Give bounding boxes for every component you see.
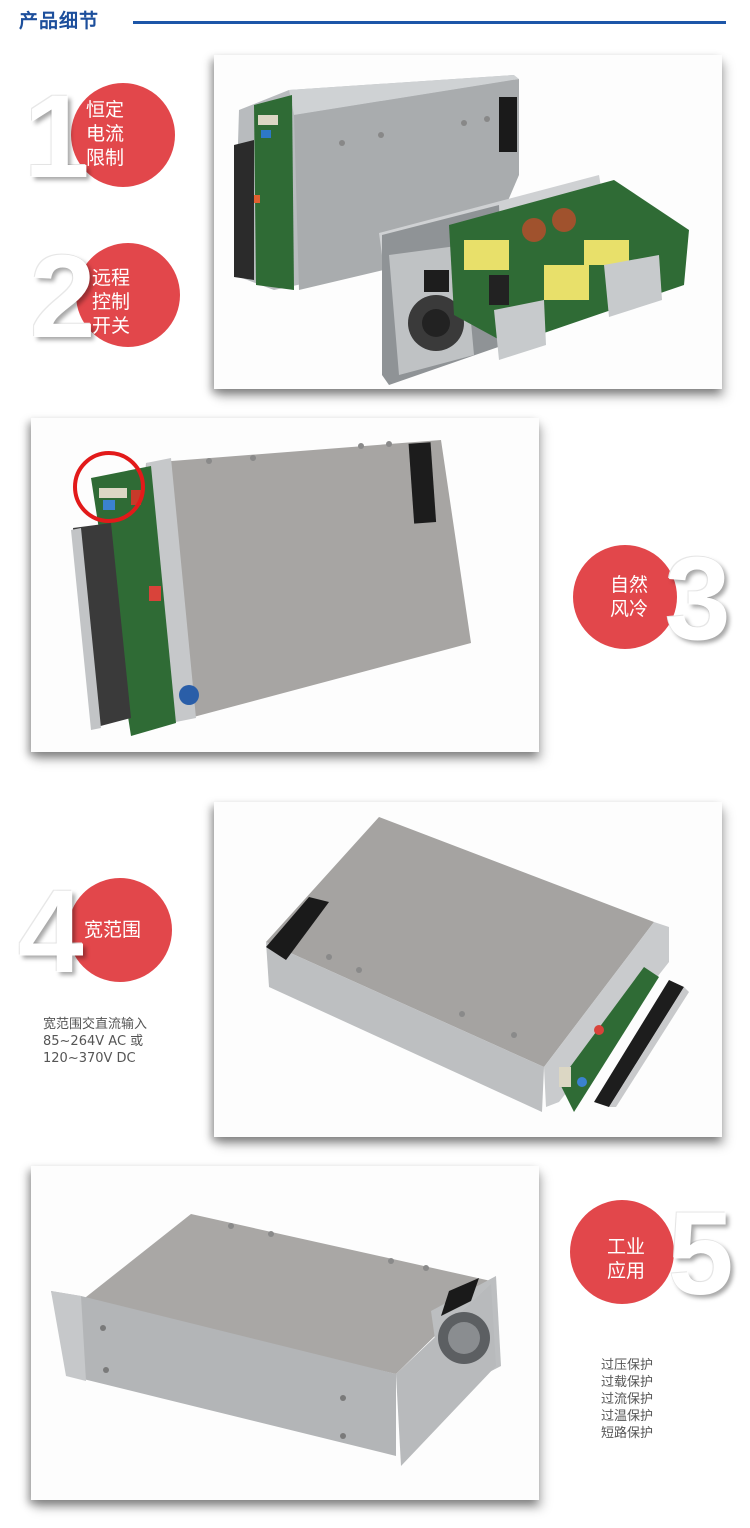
product-photo-1: [214, 55, 722, 389]
feature-number-3: 3: [665, 533, 731, 665]
feature-badge-4: [68, 878, 172, 982]
feature-label-1: 恒定 电流 限制: [86, 99, 125, 169]
feature-label-4: 宽范围: [84, 919, 142, 941]
power-supply-open-illustration: [234, 75, 689, 385]
feature-number-1: 1: [24, 71, 90, 203]
product-photo-3: [214, 802, 722, 1137]
feature-number-2: 2: [30, 231, 96, 363]
power-supply-terminal-illustration: [266, 817, 689, 1112]
feature-caption-4: 宽范围交直流输入 85~264V AC 或 120~370V DC: [43, 1017, 148, 1066]
feature-label-3: 自然 风冷: [610, 574, 649, 620]
power-supply-top-illustration: [71, 440, 471, 736]
feature-label-2: 远程 控制 开关: [92, 267, 131, 337]
feature-caption-5: 过压保护 过载保护 过流保护 过温保护 短路保护: [601, 1358, 654, 1441]
feature-badge-2: [76, 243, 180, 347]
feature-number-4: 4: [18, 866, 84, 998]
section-title-divider: [133, 21, 726, 24]
power-supply-fan-illustration: [51, 1214, 501, 1466]
section-title: 产品细节: [19, 10, 100, 32]
feature-badge-5: [570, 1200, 674, 1304]
feature-label-5: 工业 应用: [607, 1236, 646, 1282]
feature-number-5: 5: [668, 1188, 734, 1320]
product-photo-2: [31, 418, 539, 752]
feature-badge-1: [71, 83, 175, 187]
feature-badge-3: [573, 545, 677, 649]
product-photo-4: [31, 1166, 539, 1500]
